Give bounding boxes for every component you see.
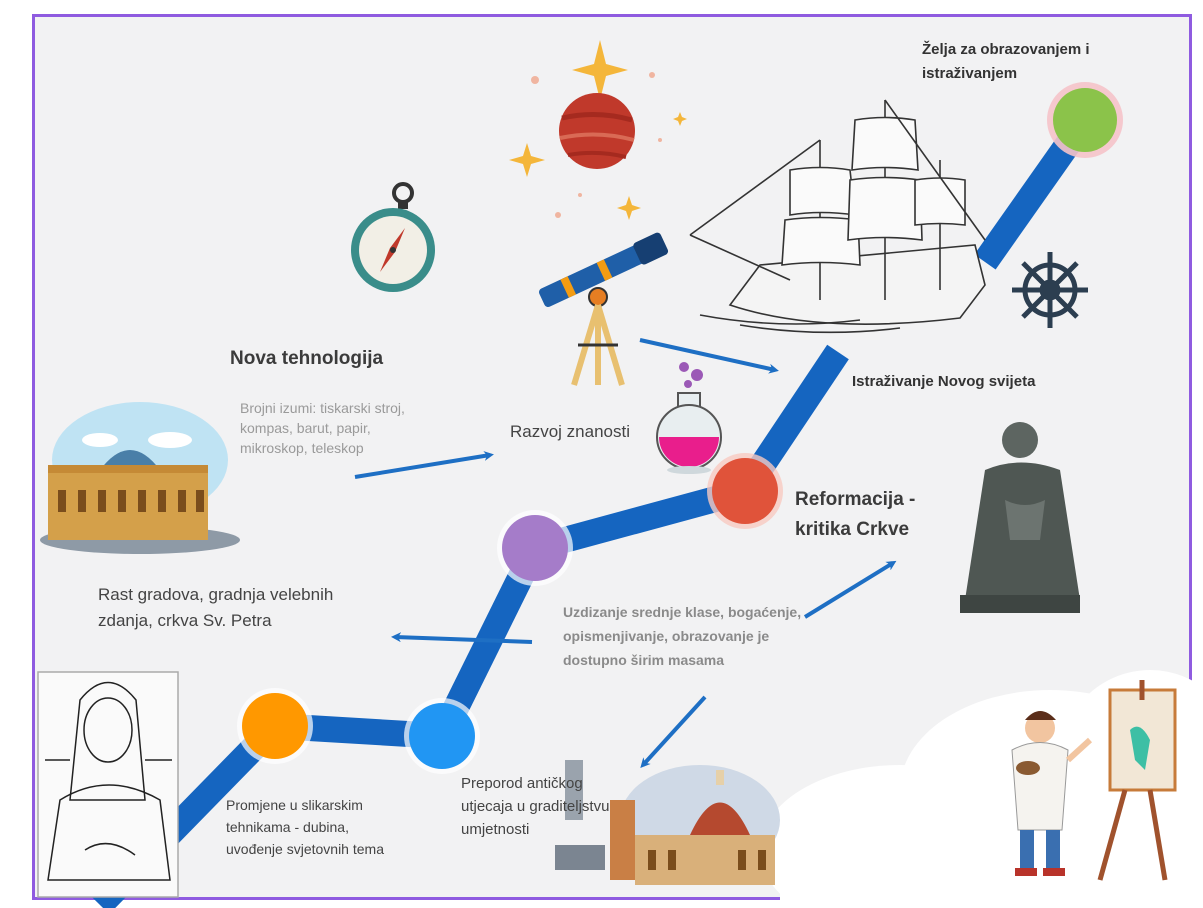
telescope-icon	[539, 232, 669, 386]
label-nova-tehnologija-text: Brojni izumi: tiskarski stroj, kompas, b…	[240, 400, 405, 456]
basilica-icon	[40, 402, 240, 554]
label-istrazivanje: Istraživanje Novog svijeta	[852, 373, 1036, 390]
painter-icon	[1011, 680, 1177, 881]
ship-icon	[689, 99, 986, 334]
arrow-telescope-to-ship	[639, 338, 779, 374]
label-rast-gradova: Rast gradova, gradnja velebnih zdanja, c…	[98, 585, 334, 630]
label-nova-tehnologija-title: Nova tehnologija	[230, 348, 384, 369]
luther-statue-icon	[960, 422, 1080, 613]
label-zelja: Želja za obrazovanjem i istraživanjem	[922, 41, 1090, 82]
top-strip	[0, 0, 1203, 14]
mona-lisa-sketch-icon	[37, 671, 179, 898]
flask-icon	[656, 362, 722, 474]
timeline-node-purple[interactable]	[497, 510, 573, 586]
compass-icon	[351, 182, 435, 292]
arrow-to-cities	[391, 632, 533, 644]
planet-icon	[559, 93, 635, 169]
timeline-node-green[interactable]	[1047, 82, 1123, 158]
arrows	[354, 338, 897, 768]
arrow-to-revival	[640, 695, 707, 768]
label-razvoj-znanosti: Razvoj znanosti	[510, 422, 631, 441]
timeline-node-blue[interactable]	[404, 698, 480, 774]
timeline-node-orange[interactable]	[237, 688, 313, 764]
label-uzdizanje: Uzdizanje srednje klase, bogaćenje, opis…	[563, 604, 802, 668]
label-reformacija: Reformacija - kritika Crkve	[795, 489, 916, 540]
star-icon	[509, 40, 687, 220]
ship-wheel-icon	[1012, 252, 1088, 328]
label-preporod: Preporod antičkog utjecaja u graditeljst…	[461, 775, 610, 838]
label-promjene: Promjene u slikarskim tehnikama - dubina…	[226, 797, 384, 857]
florence-cathedral-icon	[555, 760, 780, 885]
arrow-to-reformation	[803, 560, 897, 619]
timeline-node-red[interactable]	[707, 453, 783, 529]
arrow-tech-to-science	[354, 451, 494, 479]
